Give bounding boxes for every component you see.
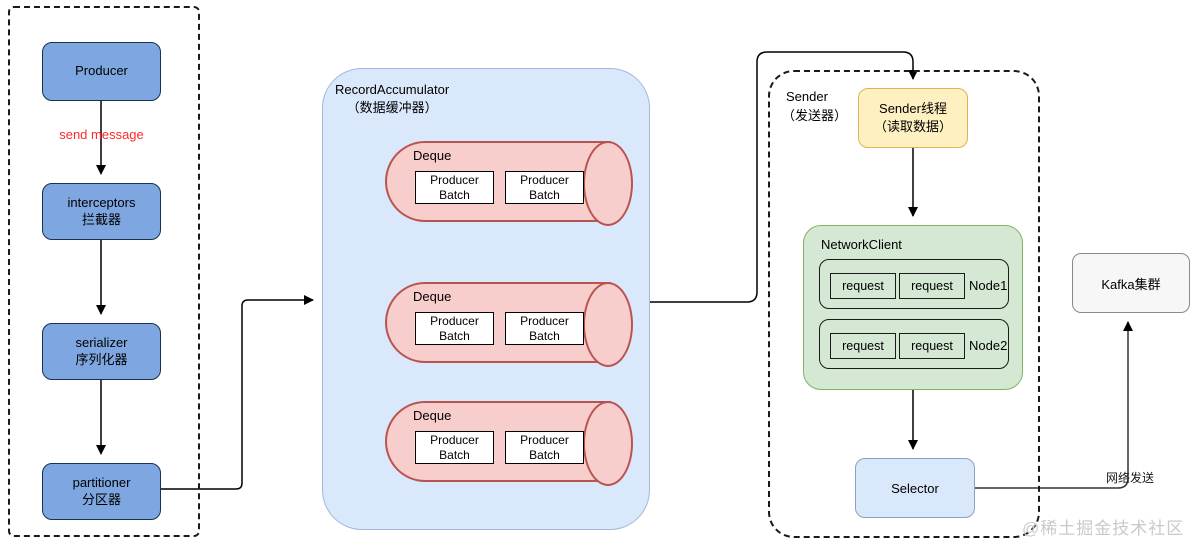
producer-batch-line2: Batch bbox=[529, 447, 560, 462]
node2-row: request request Node2 bbox=[819, 319, 1009, 369]
sender-group-label-block: Sender （发送器） bbox=[782, 88, 847, 126]
deque-cylinder-3-cap bbox=[583, 401, 633, 486]
deque-3-label: Deque bbox=[413, 408, 452, 423]
deque-cylinder-3: Deque Producer Batch Producer Batch bbox=[385, 401, 633, 486]
deque-cylinder-1: Deque Producer Batch Producer Batch bbox=[385, 141, 633, 226]
deque-cylinder-2: Deque Producer Batch Producer Batch bbox=[385, 282, 633, 367]
partitioner-node: partitioner 分区器 bbox=[42, 463, 161, 520]
selector-label: Selector bbox=[891, 480, 939, 496]
request-box: request bbox=[899, 273, 965, 299]
interceptors-node: interceptors 拦截器 bbox=[42, 183, 161, 240]
sender-group-border bbox=[768, 70, 1040, 538]
producer-batch-line2: Batch bbox=[529, 328, 560, 343]
request-box: request bbox=[899, 333, 965, 359]
partitioner-node-label-zh: 分区器 bbox=[81, 491, 121, 507]
interceptors-node-label-en: interceptors bbox=[67, 194, 136, 210]
serializer-node: serializer 序列化器 bbox=[42, 323, 161, 380]
sender-group-label-zh: （发送器） bbox=[782, 107, 848, 123]
producer-batch-line2: Batch bbox=[439, 447, 470, 462]
producer-client-group-border bbox=[8, 6, 200, 537]
producer-batch-line1: Producer bbox=[430, 313, 479, 328]
sender-thread-line1: Sender线程 bbox=[879, 100, 947, 116]
producer-batch-line1: Producer bbox=[520, 313, 569, 328]
kafka-cluster-label: Kafka集群 bbox=[1101, 276, 1161, 292]
deque-cylinder-1-cap bbox=[583, 141, 633, 226]
producer-batch-box: Producer Batch bbox=[505, 171, 584, 204]
producer-batch-line1: Producer bbox=[430, 432, 479, 447]
request-label: request bbox=[842, 279, 884, 293]
producer-batch-line1: Producer bbox=[520, 432, 569, 447]
serializer-node-label-en: serializer bbox=[75, 334, 128, 350]
deque-2-label: Deque bbox=[413, 289, 452, 304]
producer-batch-box: Producer Batch bbox=[415, 431, 494, 464]
request-label: request bbox=[911, 279, 953, 293]
interceptors-node-label-zh: 拦截器 bbox=[81, 211, 121, 227]
producer-batch-box: Producer Batch bbox=[505, 431, 584, 464]
record-accumulator-subtitle: （数据缓冲器） bbox=[346, 99, 438, 115]
producer-batch-box: Producer Batch bbox=[415, 171, 494, 204]
producer-batch-line2: Batch bbox=[529, 187, 560, 202]
deque-cylinder-2-cap bbox=[583, 282, 633, 367]
sender-thread-node: Sender线程 （读取数据） bbox=[858, 88, 968, 148]
sender-thread-line2: （读取数据） bbox=[873, 119, 952, 134]
node1-label: Node1 bbox=[969, 278, 1008, 293]
request-box: request bbox=[830, 333, 896, 359]
producer-batch-box: Producer Batch bbox=[505, 312, 584, 345]
producer-batch-line2: Batch bbox=[439, 328, 470, 343]
serializer-node-label-zh: 序列化器 bbox=[75, 351, 128, 367]
kafka-cluster-node: Kafka集群 bbox=[1072, 253, 1190, 313]
producer-node-label: Producer bbox=[75, 63, 128, 79]
producer-batch-line1: Producer bbox=[430, 172, 479, 187]
producer-batch-line2: Batch bbox=[439, 187, 470, 202]
deque-1-label: Deque bbox=[413, 148, 452, 163]
record-accumulator-title: RecordAccumulator bbox=[335, 82, 450, 97]
network-client-title: NetworkClient bbox=[821, 237, 902, 252]
producer-batch-line1: Producer bbox=[520, 172, 569, 187]
node2-label: Node2 bbox=[969, 338, 1008, 353]
selector-node: Selector bbox=[855, 458, 975, 518]
request-label: request bbox=[911, 339, 953, 353]
sender-group-label-en: Sender bbox=[786, 89, 828, 104]
send-message-label: send message bbox=[59, 127, 144, 142]
node1-row: request request Node1 bbox=[819, 259, 1009, 309]
request-label: request bbox=[842, 339, 884, 353]
producer-node: Producer bbox=[42, 42, 161, 101]
request-box: request bbox=[830, 273, 896, 299]
record-accumulator-title-block: RecordAccumulator （数据缓冲器） bbox=[335, 81, 449, 116]
network-send-label: 网络发送 bbox=[1106, 471, 1155, 485]
watermark-text: @稀土掘金技术社区 bbox=[1022, 519, 1185, 538]
producer-batch-box: Producer Batch bbox=[415, 312, 494, 345]
partitioner-node-label-en: partitioner bbox=[72, 474, 131, 490]
network-client-container: NetworkClient request request Node1 requ… bbox=[803, 225, 1023, 390]
